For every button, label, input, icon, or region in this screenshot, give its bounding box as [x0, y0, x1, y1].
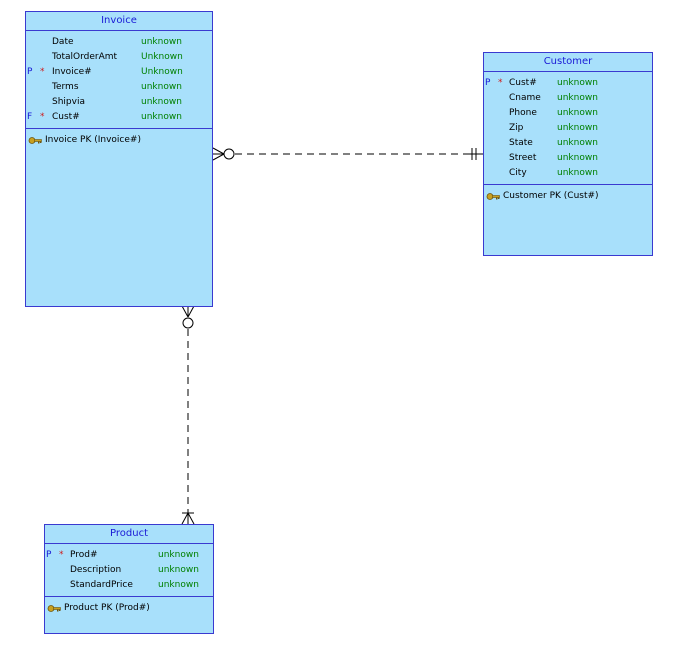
attribute-name: Invoice# — [52, 67, 92, 77]
attribute-type: unknown — [141, 82, 182, 92]
invoice-product-relationship[interactable] — [181, 305, 195, 525]
attribute-row[interactable]: TotalOrderAmt Unknown — [26, 50, 212, 65]
attribute-name: Cname — [509, 93, 541, 103]
attribute-type: unknown — [557, 108, 598, 118]
attribute-list: P * Cust# unknown Cname unknown Phone un… — [484, 72, 652, 184]
attribute-type: unknown — [557, 153, 598, 163]
attribute-type: unknown — [557, 138, 598, 148]
crowfoot-invoice-bottom — [181, 305, 189, 318]
invoice-customer-relationship[interactable] — [212, 147, 484, 161]
attribute-row[interactable]: P * Prod# unknown — [45, 548, 213, 563]
attribute-row[interactable]: P * Invoice# Unknown — [26, 65, 212, 80]
crowfoot-invoice-side — [212, 147, 225, 155]
entity-title: Product — [45, 525, 213, 544]
attribute-name: StandardPrice — [70, 580, 133, 590]
entity-title: Invoice — [26, 12, 212, 31]
attribute-row[interactable]: Phone unknown — [484, 106, 652, 121]
attribute-row[interactable]: State unknown — [484, 136, 652, 151]
attribute-type: unknown — [557, 93, 598, 103]
primary-key-row[interactable]: Product PK (Prod#) — [45, 601, 213, 616]
attribute-list: P * Prod# unknown Description unknown St… — [45, 544, 213, 596]
attribute-type: unknown — [557, 78, 598, 88]
attribute-row[interactable]: Date unknown — [26, 35, 212, 50]
key-icon — [47, 605, 61, 612]
customer-entity[interactable]: Customer P * Cust# unknown Cname unknown… — [483, 52, 653, 256]
key-marker: P — [27, 67, 33, 77]
primary-key-label: Product PK (Prod#) — [64, 603, 150, 613]
attribute-type: Unknown — [141, 52, 183, 62]
attribute-name: Description — [70, 565, 122, 575]
attribute-name: Prod# — [70, 550, 98, 560]
key-list: Customer PK (Cust#) — [484, 184, 652, 204]
attribute-name: Street — [509, 153, 537, 163]
attribute-type: unknown — [158, 550, 199, 560]
attribute-row[interactable]: Street unknown — [484, 151, 652, 166]
attribute-type: unknown — [557, 168, 598, 178]
attribute-list: Date unknown TotalOrderAmt Unknown P * I… — [26, 31, 212, 128]
product-entity[interactable]: Product P * Prod# unknown Description un… — [44, 524, 214, 634]
attribute-row[interactable]: Zip unknown — [484, 121, 652, 136]
required-marker: * — [59, 550, 64, 560]
key-icon — [28, 137, 42, 144]
attribute-name: Date — [52, 37, 74, 47]
attribute-name: Zip — [509, 123, 524, 133]
entity-title: Customer — [484, 53, 652, 72]
key-list: Invoice PK (Invoice#) — [26, 128, 212, 148]
primary-key-row[interactable]: Invoice PK (Invoice#) — [26, 133, 212, 148]
attribute-name: Terms — [52, 82, 79, 92]
attribute-type: unknown — [158, 580, 199, 590]
key-icon — [486, 193, 500, 200]
attribute-row[interactable]: StandardPrice unknown — [45, 578, 213, 593]
invoice-entity[interactable]: Invoice Date unknown TotalOrderAmt Unkno… — [25, 11, 213, 307]
attribute-type: unknown — [158, 565, 199, 575]
attribute-type: unknown — [141, 37, 182, 47]
attribute-row[interactable]: F * Cust# unknown — [26, 110, 212, 125]
attribute-type: unknown — [141, 112, 182, 122]
attribute-name: TotalOrderAmt — [52, 52, 118, 62]
primary-key-row[interactable]: Customer PK (Cust#) — [484, 189, 652, 204]
key-marker: F — [27, 112, 33, 122]
attribute-type: unknown — [141, 97, 182, 107]
attribute-row[interactable]: Terms unknown — [26, 80, 212, 95]
attribute-row[interactable]: Description unknown — [45, 563, 213, 578]
attribute-name: Cust# — [52, 112, 80, 122]
attribute-name: State — [509, 138, 533, 148]
attribute-row[interactable]: Shipvia unknown — [26, 95, 212, 110]
key-marker: P — [46, 550, 52, 560]
attribute-name: Shipvia — [52, 97, 85, 107]
attribute-row[interactable]: P * Cust# unknown — [484, 76, 652, 91]
optional-circle-invoice-bottom — [182, 317, 194, 329]
attribute-row[interactable]: City unknown — [484, 166, 652, 181]
required-marker: * — [40, 112, 45, 122]
key-marker: P — [485, 78, 491, 88]
primary-key-label: Invoice PK (Invoice#) — [45, 135, 141, 145]
attribute-name: Phone — [509, 108, 537, 118]
crowfoot-product-side — [181, 512, 189, 525]
attribute-name: City — [509, 168, 527, 178]
attribute-name: Cust# — [509, 78, 537, 88]
optional-circle-invoice-side — [223, 148, 235, 160]
required-marker: * — [498, 78, 503, 88]
key-list: Product PK (Prod#) — [45, 596, 213, 616]
attribute-row[interactable]: Cname unknown — [484, 91, 652, 106]
required-marker: * — [40, 67, 45, 77]
attribute-type: unknown — [557, 123, 598, 133]
primary-key-label: Customer PK (Cust#) — [503, 191, 599, 201]
attribute-type: Unknown — [141, 67, 183, 77]
